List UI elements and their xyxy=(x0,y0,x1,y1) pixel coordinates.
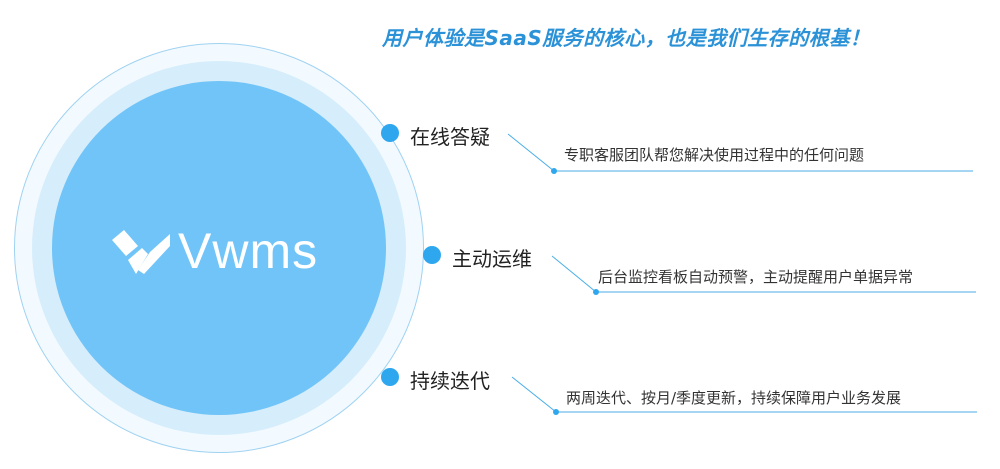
brand-mark-icon xyxy=(112,230,170,274)
brand-logo: Vwms xyxy=(112,223,352,284)
feature-title-1: 在线答疑 xyxy=(410,125,490,149)
brand-name: Vwms xyxy=(178,223,319,279)
callout-line-3 xyxy=(511,376,977,415)
feature-description-3: 两周迭代、按月/季度更新，持续保障用户业务发展 xyxy=(566,389,902,407)
feature-description-2: 后台监控看板自动预警，主动提醒用户单据异常 xyxy=(598,268,914,286)
feature-dot-2 xyxy=(423,246,441,264)
page-headline: 用户体验是SaaS服务的核心，也是我们生存的根基！ xyxy=(382,26,871,50)
feature-dot-3 xyxy=(381,368,399,386)
feature-description-1: 专职客服团队帮您解决使用过程中的任何问题 xyxy=(564,146,865,164)
feature-dot-1 xyxy=(381,124,399,142)
callout-line-2 xyxy=(551,255,976,295)
callout-line-1 xyxy=(507,133,973,174)
core-circle xyxy=(52,81,386,415)
feature-title-3: 持续迭代 xyxy=(410,369,490,393)
feature-title-2: 主动运维 xyxy=(452,247,532,271)
